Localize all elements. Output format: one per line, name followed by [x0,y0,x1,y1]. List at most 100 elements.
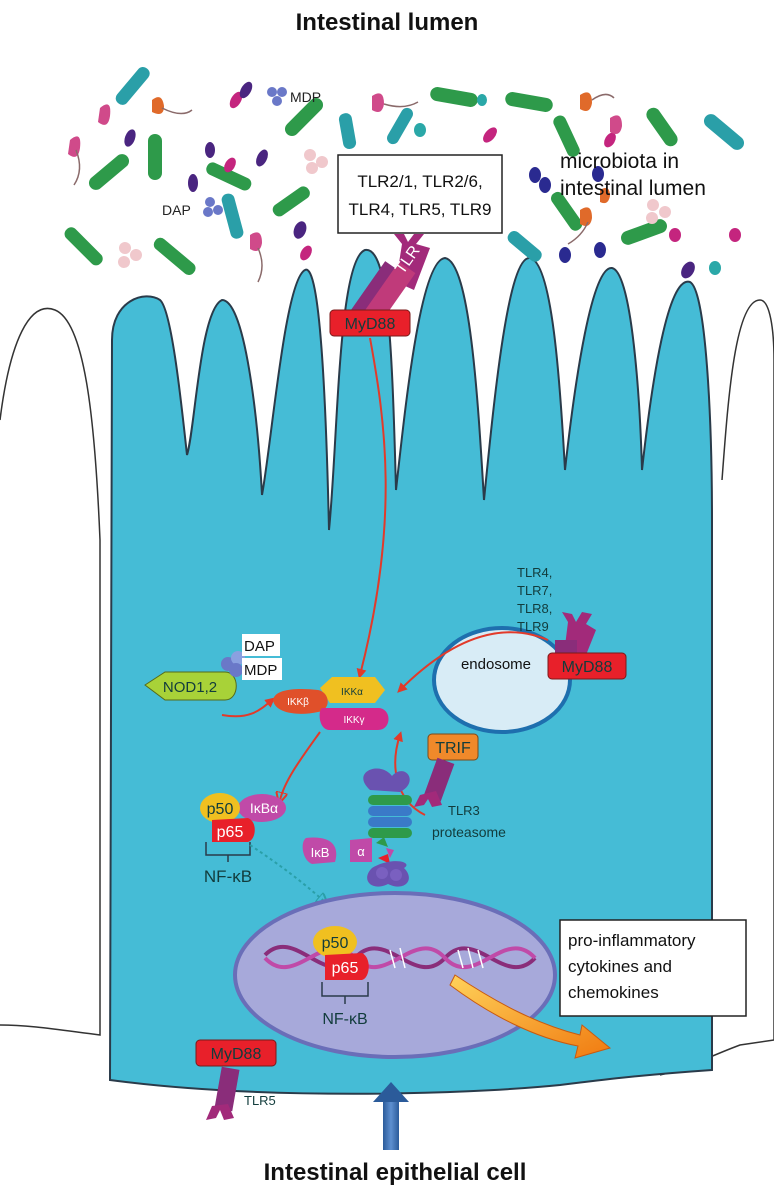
nod-ligand [229,663,243,677]
bacterium [669,228,681,242]
bacterium [119,242,131,254]
bacterium [505,229,544,265]
bacterium [148,134,162,180]
myd88-endosome-label: MyD88 [562,659,613,676]
tlr-box-line-1: TLR2/1, TLR2/6, [357,172,482,191]
bacterium [580,207,592,226]
bacterium [610,115,622,134]
bacterium [254,148,271,169]
bacterium [258,248,262,282]
bacterium [384,102,418,107]
p50-label: p50 [207,801,234,818]
endosome-tlr-4: TLR9 [517,619,549,634]
microbiota-label-1: microbiota in [560,150,679,173]
bacterium [68,136,80,156]
bacterium [429,86,479,108]
title-intestinal-epithelial-cell: Intestinal epithelial cell [264,1159,527,1186]
tlr3-label: TLR3 [448,803,480,818]
tlr5-label: TLR5 [244,1093,276,1108]
bacterium [647,199,659,211]
mdp-molecule [277,87,287,97]
bacterium [480,125,499,145]
mdp-molecule [272,96,282,106]
bacterium [646,212,658,224]
bacterium [644,105,681,149]
bacterium [701,111,747,153]
tlr-ligand-box [338,155,502,233]
bacterium [298,244,315,263]
ikba-label: IκBα [250,800,278,816]
ikk-beta-label: IKKβ [287,697,309,708]
bacterium [162,108,192,114]
bacterium [118,256,130,268]
dap-molecule [203,207,213,217]
output-line-1: pro-inflammatory [568,931,696,950]
bacterium [152,97,164,114]
ikb-label: IκB [311,845,330,860]
alpha-label: α [357,844,365,859]
bacterium [220,192,244,240]
bacterium [729,228,741,242]
bacterium [477,94,487,106]
bacterium [250,232,262,251]
dap-molecule [205,197,215,207]
endosome-tlr-1: TLR4, [517,565,552,580]
bacterium [559,247,571,263]
bacterium [338,112,357,150]
bacterium [122,128,138,148]
myd88-basal-label: MyD88 [211,1046,262,1063]
endosome-tlr-2: TLR7, [517,583,552,598]
nod-dap-label: DAP [244,638,275,655]
bacterium [306,162,318,174]
bacterium [151,235,198,277]
bacterium [414,123,426,137]
endosome-label: endosome [461,656,531,673]
bacterium [372,93,384,112]
nuclear-p65-label: p65 [332,960,359,977]
bacterium [385,106,415,147]
myd88-surface-label: MyD88 [345,316,396,333]
nuclear-nfkb-label: NF-κB [322,1011,367,1028]
endosome [434,628,570,732]
tlr-box-line-2: TLR4, TLR5, TLR9 [349,200,492,219]
bacterium [270,184,312,219]
microbiota-label-2: intestinal lumen [560,177,706,200]
bacterium [98,104,110,124]
output-line-3: chemokines [568,983,659,1002]
bacterium [188,174,198,192]
output-line-2: cytokines and [568,957,672,976]
bacterium [594,242,606,258]
p65-label: p65 [217,824,244,841]
bacterium [539,177,551,193]
nfkb-cytoplasm-label: NF-κB [204,867,252,886]
endosome-tlr-3: TLR8, [517,601,552,616]
neighbor-cell-left [0,308,100,1035]
bacterium [86,151,132,193]
mdp-label: MDP [290,89,321,105]
proteasome-label: proteasome [432,824,506,840]
bacterium [659,206,671,218]
ikk-alpha-label: IKKα [341,687,363,698]
ikk-gamma-label: IKKγ [343,715,364,726]
bacterium [529,167,541,183]
title-intestinal-lumen: Intestinal lumen [296,9,479,36]
trif-label: TRIF [435,740,471,757]
dap-label: DAP [162,202,191,218]
nod-mdp-label: MDP [244,662,277,679]
bacterium [291,219,308,240]
nod-label: NOD1,2 [163,679,217,696]
nucleus [235,893,555,1057]
bacterium [62,225,105,268]
bacterium [504,91,554,113]
bacterium [678,259,697,281]
bacterium [580,92,592,111]
bacterium [592,94,614,100]
bacterium [113,65,152,108]
nuclear-p50-label: p50 [322,935,349,952]
bacterium [304,149,316,161]
bacterium [130,249,142,261]
bacterium [316,156,328,168]
bacterium [205,142,215,158]
bacterium [709,261,721,275]
